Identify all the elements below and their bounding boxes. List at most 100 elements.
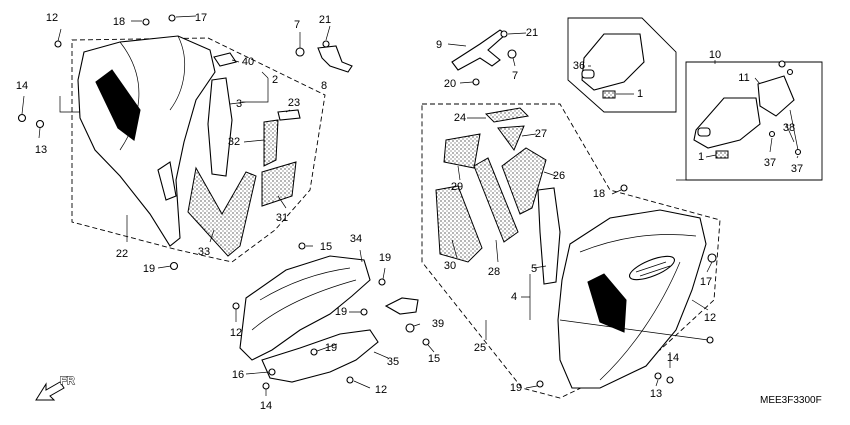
nut-13b <box>654 372 662 380</box>
screw-37a <box>768 130 776 138</box>
pad-26 <box>501 147 547 215</box>
pad-30 <box>435 185 483 263</box>
fairing-vent <box>587 273 627 333</box>
screw-19e <box>310 348 318 356</box>
bolt-15b <box>422 338 430 346</box>
callout-c12d: 12 <box>375 384 387 396</box>
pad-31 <box>261 161 297 207</box>
screw-37b <box>794 148 802 156</box>
bolt-21b <box>500 30 508 38</box>
callout-c21a: 21 <box>319 14 331 26</box>
group-boundary-25 <box>421 103 721 399</box>
left-panel-group <box>17 14 353 271</box>
diagram-code: MEE3F3300F <box>760 395 822 406</box>
callout-c11: 11 <box>738 72 749 84</box>
callout-c5: 5 <box>531 263 537 275</box>
nut-13a <box>35 119 45 129</box>
vent-grille-11 <box>757 75 795 117</box>
callout-c24: 24 <box>454 112 466 124</box>
callout-c40: 40 <box>242 56 254 68</box>
pad-32 <box>263 119 279 167</box>
callout-c18b: 18 <box>593 188 605 200</box>
callout-c17b: 17 <box>700 276 712 288</box>
callout-c21b: 21 <box>526 27 538 39</box>
callout-c26: 26 <box>553 170 565 182</box>
callout-c14a: 14 <box>16 80 28 92</box>
bolt-12c <box>232 302 240 310</box>
front-arrow-icon <box>35 381 65 401</box>
clip-11a <box>778 60 786 68</box>
duct-36-group <box>567 17 677 113</box>
bracket-9 <box>451 29 507 71</box>
callout-c20: 20 <box>444 78 456 90</box>
callout-c15b: 15 <box>428 353 440 365</box>
pad-29 <box>443 133 481 169</box>
callout-c31: 31 <box>276 212 288 224</box>
callout-c25: 25 <box>474 342 486 354</box>
bolt-12d <box>346 376 354 384</box>
callout-c1a: 1 <box>637 88 643 100</box>
callout-c19b: 19 <box>510 382 522 394</box>
duct-port <box>581 69 595 79</box>
duct-10-group <box>676 60 823 181</box>
callout-c4: 4 <box>511 291 517 303</box>
callout-c10: 10 <box>709 49 721 61</box>
callout-c16: 16 <box>232 369 244 381</box>
right-panel-group <box>421 103 721 399</box>
callout-c37b: 37 <box>791 163 803 175</box>
callout-c22: 22 <box>116 248 128 260</box>
grommet-7a <box>295 47 305 57</box>
bolt-21a <box>322 40 330 48</box>
callout-c19c: 19 <box>379 252 391 264</box>
bolt-12a <box>54 40 62 48</box>
air-duct-36 <box>581 33 645 91</box>
callout-c35: 35 <box>387 356 399 368</box>
callout-c30: 30 <box>444 260 456 272</box>
callout-c1b: 1 <box>698 151 704 163</box>
front-label: FR <box>60 375 75 387</box>
screw-18a <box>142 18 150 26</box>
seal-1b <box>715 150 729 159</box>
bolt-14a <box>17 113 27 123</box>
lower-cowl-group <box>232 242 435 396</box>
seal-1a <box>602 90 616 99</box>
clip-17a <box>168 14 176 22</box>
callout-c7b: 7 <box>512 70 518 82</box>
clip-17b <box>707 253 717 263</box>
callout-c17a: 17 <box>195 12 207 24</box>
callout-c12c: 12 <box>230 327 242 339</box>
callout-c38: 38 <box>783 122 795 134</box>
callout-c37a: 37 <box>764 157 776 169</box>
screw-19a <box>169 261 179 271</box>
inner-fairing-vent <box>95 69 141 141</box>
grommet-39 <box>405 323 415 333</box>
bracket-39 <box>384 297 419 315</box>
front-direction-indicator: FR <box>35 375 75 401</box>
under-cowl-35 <box>261 329 379 383</box>
bracket-8 <box>317 45 353 73</box>
pad-27 <box>497 125 525 152</box>
box-36 <box>567 17 677 113</box>
callout-c27: 27 <box>535 128 547 140</box>
callout-c12b: 12 <box>704 312 716 324</box>
callout-c23: 23 <box>288 97 300 109</box>
bolt-20 <box>472 78 480 86</box>
callout-c14b: 14 <box>667 352 679 364</box>
callout-c8: 8 <box>321 80 327 92</box>
callout-c2: 2 <box>272 74 278 86</box>
pad-24 <box>484 107 530 123</box>
pad-33 <box>187 166 257 257</box>
duct-port-10 <box>697 127 711 137</box>
bolt-14b <box>666 376 674 384</box>
main-fairing-right <box>557 209 707 389</box>
clip-16 <box>268 368 276 376</box>
screw-19d <box>360 308 368 316</box>
screw-19c <box>378 278 386 286</box>
callout-c32: 32 <box>228 136 240 148</box>
callout-c13a: 13 <box>35 144 47 156</box>
callout-c19a: 19 <box>143 263 155 275</box>
bolt-14c <box>262 382 270 390</box>
callout-c29: 29 <box>451 181 463 193</box>
